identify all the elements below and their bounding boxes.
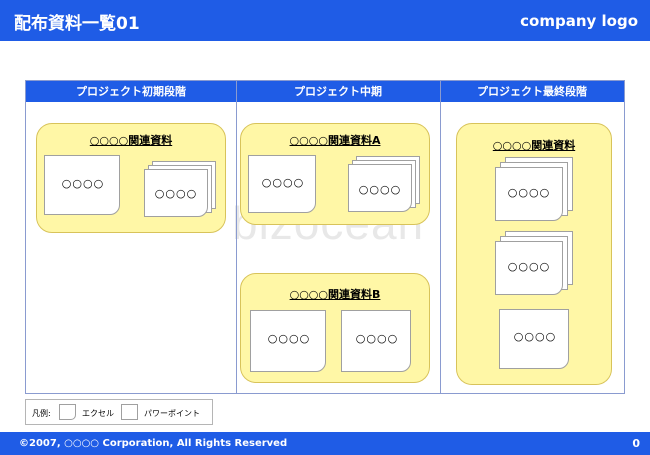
page-number: 0	[632, 437, 640, 450]
legend-label: 凡例:	[32, 409, 51, 418]
powerpoint-legend-icon	[121, 404, 138, 420]
column-header-mid: プロジェクト中期	[236, 81, 440, 102]
powerpoint-document[interactable]: ○○○○	[348, 156, 424, 216]
powerpoint-document[interactable]: ○○○○	[495, 157, 575, 227]
footer-bar: ©2007, ○○○○ Corporation, All Rights Rese…	[0, 432, 650, 455]
header-bar: 配布資料一覧01 company logo	[0, 0, 650, 41]
group-final: ○○○○関連資料 ○○○○ ○○○○ ○○○○	[456, 123, 612, 385]
document-label: ○○○○	[261, 176, 305, 189]
page-title: 配布資料一覧01	[14, 14, 140, 34]
document-label: ○○○○	[61, 177, 105, 190]
excel-document[interactable]: ○○○○	[248, 155, 318, 215]
legend: 凡例: エクセル パワーポイント	[25, 399, 213, 425]
legend-powerpoint: パワーポイント	[144, 409, 200, 418]
powerpoint-document[interactable]: ○○○○	[495, 231, 575, 301]
powerpoint-document[interactable]: ○○○○	[144, 161, 220, 219]
excel-legend-icon	[59, 404, 76, 420]
group-early: ○○○○関連資料 ○○○○ ○○○○	[36, 123, 226, 233]
group-mid-a: ○○○○関連資料A ○○○○ ○○○○	[240, 123, 430, 225]
column-divider	[440, 81, 441, 393]
excel-document[interactable]: ○○○○	[250, 310, 328, 374]
document-label: ○○○○	[513, 330, 557, 343]
company-logo: company logo	[520, 12, 638, 30]
group-mid-b: ○○○○関連資料B ○○○○ ○○○○	[240, 273, 430, 383]
document-label: ○○○○	[507, 186, 551, 199]
document-label: ○○○○	[267, 332, 311, 345]
legend-excel: エクセル	[82, 409, 114, 418]
document-label: ○○○○	[154, 187, 198, 200]
group-title: ○○○○関連資料A	[289, 134, 381, 147]
document-label: ○○○○	[507, 260, 551, 273]
powerpoint-document[interactable]: ○○○○	[341, 310, 413, 374]
group-title: ○○○○関連資料	[89, 134, 173, 147]
excel-document[interactable]: ○○○○	[44, 155, 122, 217]
document-label: ○○○○	[358, 183, 402, 196]
document-table: プロジェクト初期段階 プロジェクト中期 プロジェクト最終段階 ○○○○関連資料 …	[25, 80, 625, 394]
copyright-text: ©2007, ○○○○ Corporation, All Rights Rese…	[19, 438, 288, 449]
group-title: ○○○○関連資料B	[289, 288, 381, 301]
group-title: ○○○○関連資料	[492, 139, 576, 152]
column-divider	[236, 81, 237, 393]
column-header-final: プロジェクト最終段階	[440, 81, 624, 102]
document-label: ○○○○	[355, 332, 399, 345]
column-header-early: プロジェクト初期段階	[26, 81, 236, 102]
powerpoint-document[interactable]: ○○○○	[499, 309, 571, 371]
